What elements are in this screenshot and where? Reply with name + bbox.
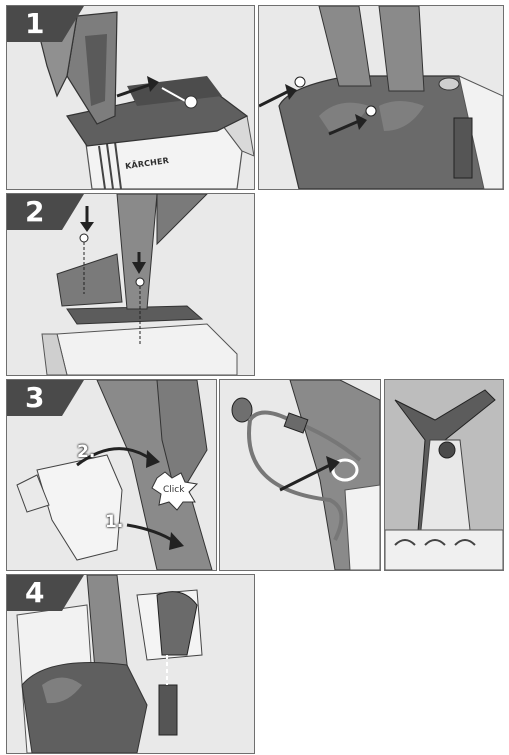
step3-panel-middle xyxy=(219,379,381,571)
step3-panel-left: 3 2. 1. Click xyxy=(6,379,217,571)
step3-right-illustration xyxy=(385,380,503,570)
click-label: Click xyxy=(163,485,184,495)
step3-panel-right xyxy=(384,379,504,571)
callout-step-two: 2. xyxy=(77,442,95,462)
step-badge: 2 xyxy=(7,194,62,230)
step1-panel-right xyxy=(258,5,504,190)
step1-right-illustration xyxy=(259,6,503,189)
step4-panel: 4 xyxy=(6,574,255,754)
step3-middle-illustration xyxy=(220,380,380,570)
step-badge: 1 xyxy=(7,6,62,42)
callout-step-one: 1. xyxy=(105,512,123,532)
step1-panel-left: 1 KÄRCHER xyxy=(6,5,255,190)
step-badge: 4 xyxy=(7,575,62,611)
step2-panel: 2 xyxy=(6,193,255,376)
step-badge: 3 xyxy=(7,380,62,416)
